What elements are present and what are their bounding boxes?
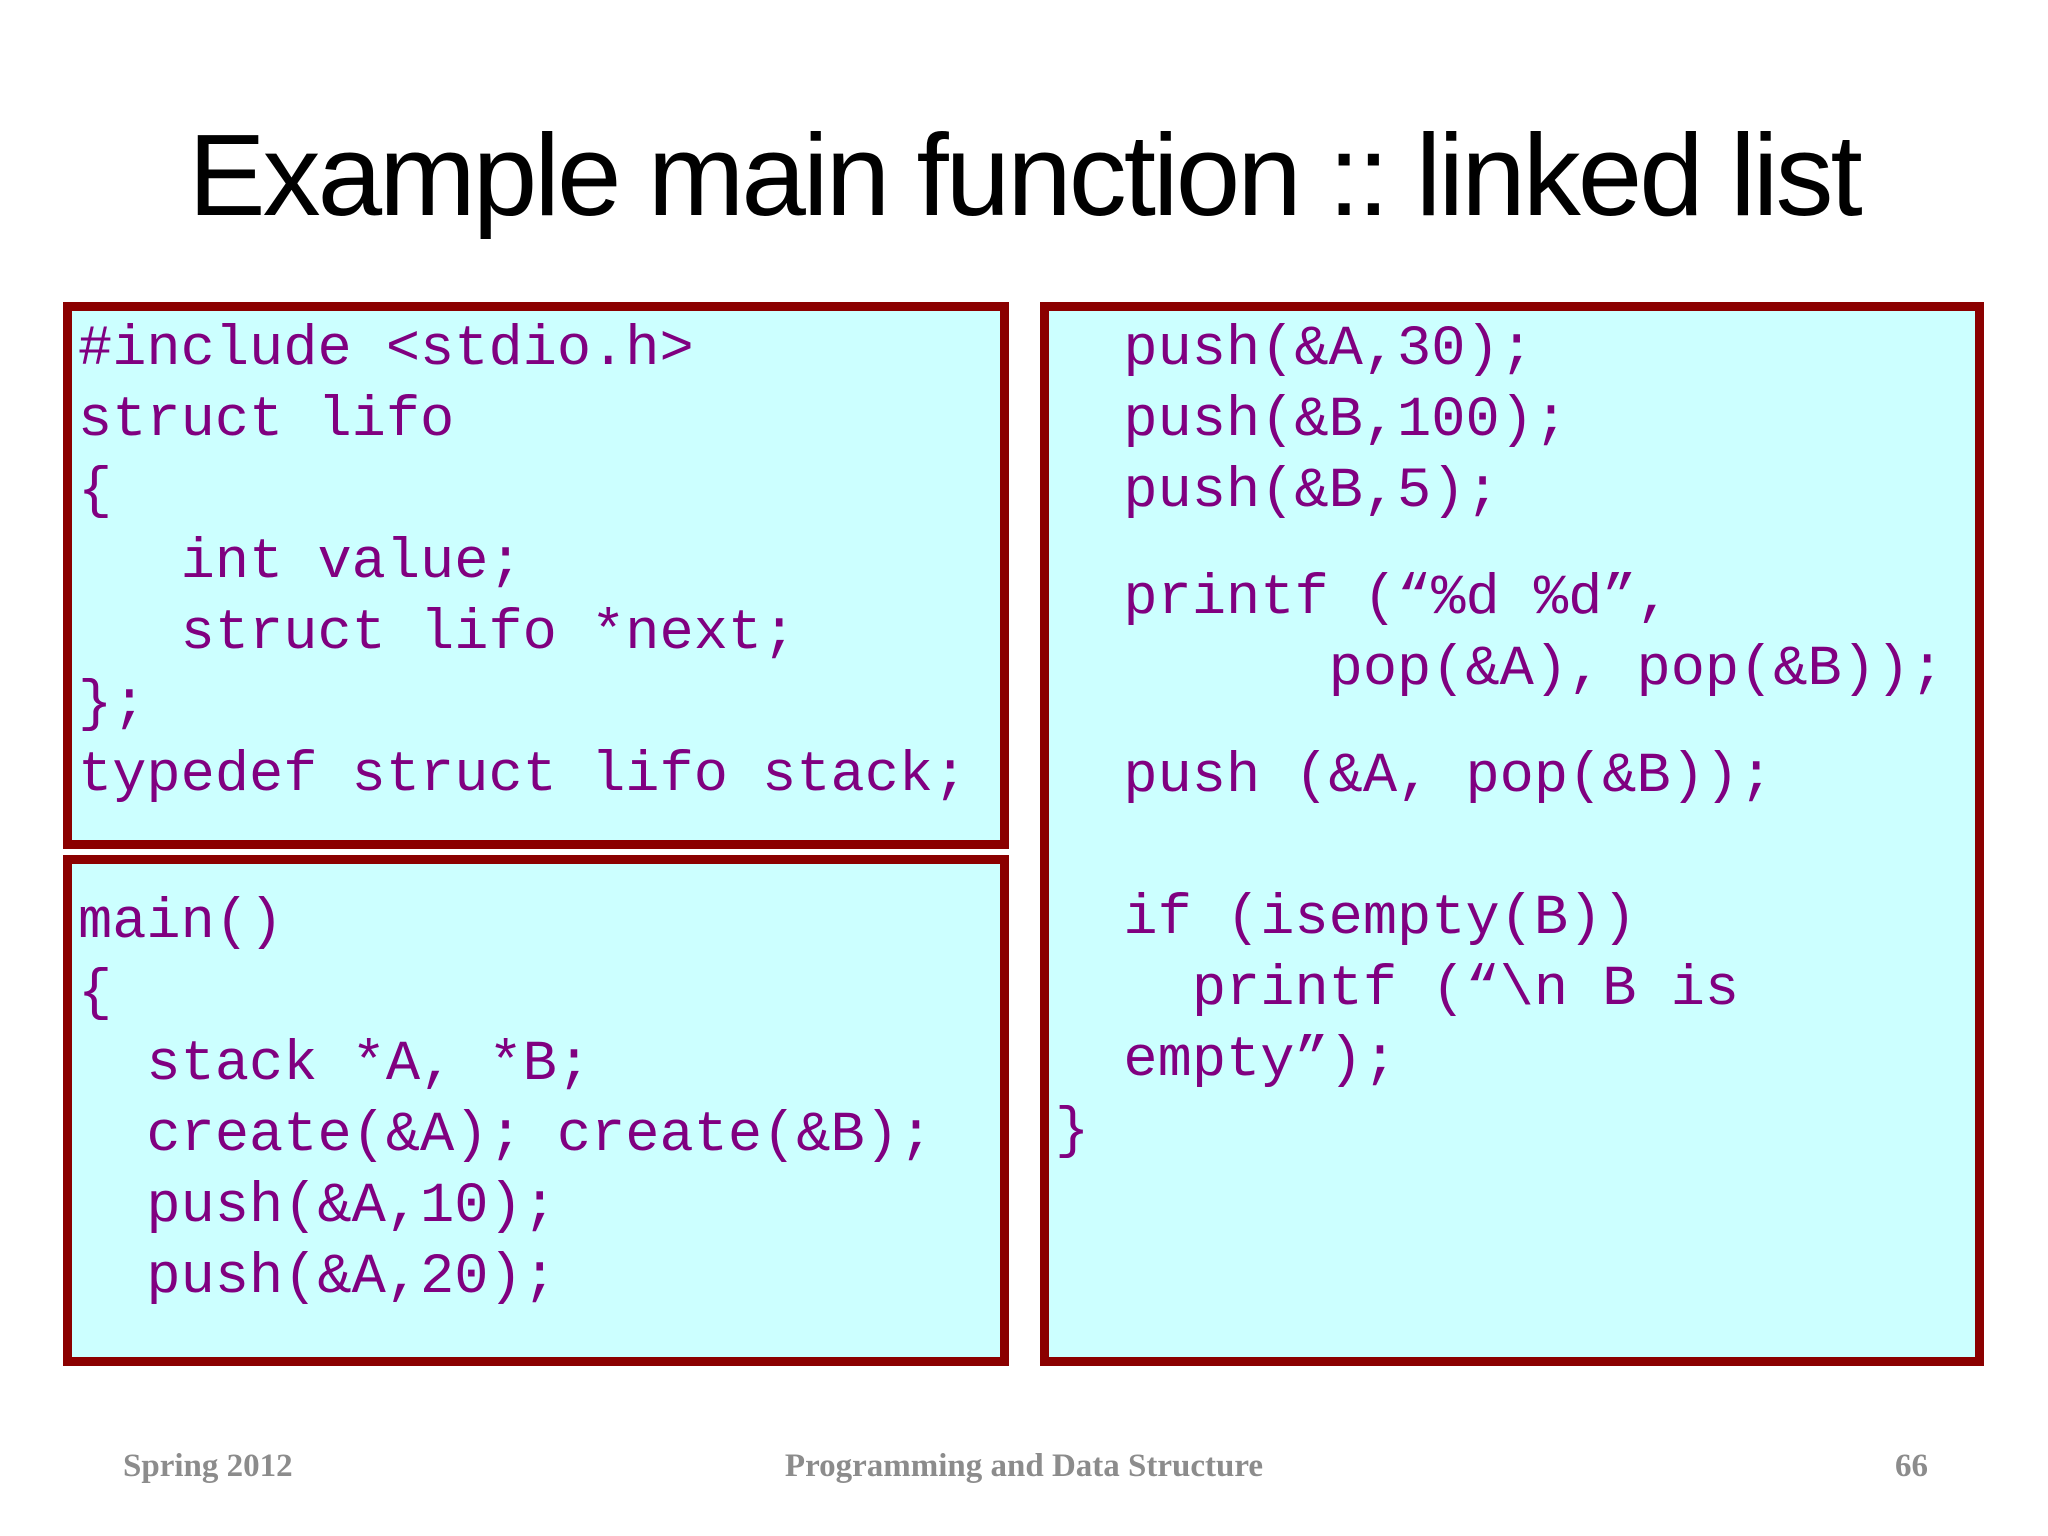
code-line: printf (“\n B is: [1055, 958, 1740, 1022]
code-line: typedef struct lifo stack;: [78, 744, 968, 808]
code-line: push(&A,20);: [78, 1246, 557, 1310]
code-box-main-rest: push(&A,30); push(&B,100); push(&B,5); p…: [1040, 302, 1984, 1366]
code-line: create(&A); create(&B);: [78, 1104, 934, 1168]
code-box-main-begin: main() { stack *A, *B; create(&A); create…: [63, 855, 1009, 1366]
code-line: [1055, 706, 1975, 742]
code-line: int value;: [78, 531, 523, 595]
code-line: #include <stdio.h>: [78, 318, 694, 382]
code-line: [1055, 813, 1975, 884]
code-line: if (isempty(B)): [1055, 887, 1637, 951]
footer-page-number: 66: [1895, 1448, 1928, 1484]
footer-course: Programming and Data Structure: [784, 1448, 1264, 1484]
code-line: push(&B,100);: [1055, 389, 1569, 453]
code-line: stack *A, *B;: [78, 1033, 592, 1097]
code-line: empty”);: [1055, 1029, 1398, 1093]
code-line: push(&A,10);: [78, 1175, 557, 1239]
code-line: push(&A,30);: [1055, 318, 1534, 382]
code-line: };: [78, 673, 147, 737]
code-line: pop(&A), pop(&B));: [1055, 638, 1945, 702]
code-line: struct lifo: [78, 389, 455, 453]
code-line: printf (“%d %d”,: [1055, 567, 1671, 631]
slide-title: Example main function :: linked list: [188, 110, 1862, 240]
slide-footer: Spring 2012 Programming and Data Structu…: [0, 1448, 2048, 1500]
code-line: [1055, 528, 1975, 564]
code-line: }: [1055, 1100, 1090, 1164]
code-box-declarations: #include <stdio.h> struct lifo { int value…: [63, 302, 1009, 849]
code-line: push (&A, pop(&B));: [1055, 745, 1774, 809]
code-line: main(): [78, 891, 284, 955]
footer-semester: Spring 2012: [123, 1448, 293, 1484]
code-line: struct lifo *next;: [78, 602, 797, 666]
code-line: {: [78, 962, 113, 1026]
code-line: {: [78, 460, 113, 524]
code-line: push(&B,5);: [1055, 460, 1500, 524]
